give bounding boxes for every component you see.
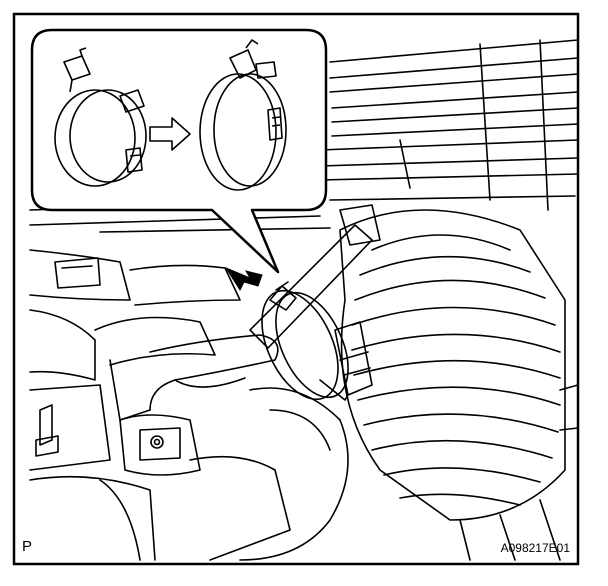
- arrow-right-outline-icon: [149, 117, 191, 151]
- lower-components: [29, 384, 579, 561]
- bracket-bar: [249, 204, 381, 349]
- clamp-closed-drawing: [199, 39, 287, 191]
- callout-detail: [30, 28, 328, 274]
- engine-bay-drawing: [29, 39, 579, 561]
- sensor-connector: [334, 321, 373, 396]
- clamp-open-drawing: [54, 47, 147, 187]
- figure-id-label: A098217E01: [500, 541, 570, 555]
- view-code-label: P: [22, 538, 33, 555]
- pointer-arrow-icon: [224, 266, 263, 292]
- installed-hose-clamp: [261, 281, 349, 401]
